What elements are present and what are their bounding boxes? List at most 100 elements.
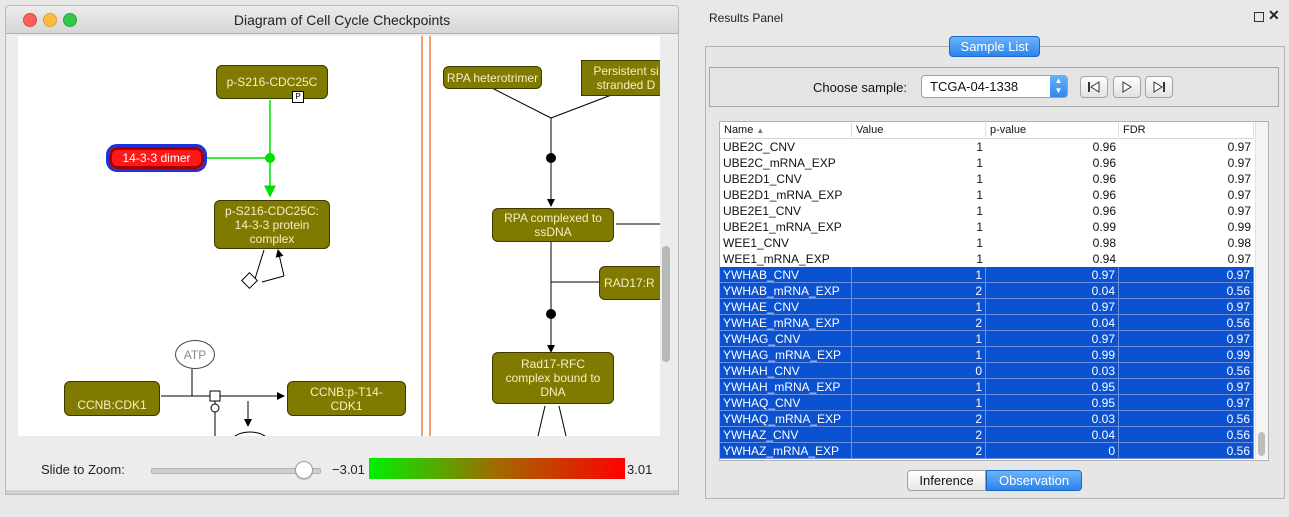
zoom-slider-track[interactable] — [151, 468, 321, 474]
table-scrollbar-thumb[interactable] — [1258, 432, 1265, 456]
node-label: stranded D — [596, 78, 656, 92]
first-sample-button[interactable] — [1080, 76, 1108, 98]
table-cell-p: 0.96 — [1092, 172, 1116, 186]
tab-inference[interactable]: Inference — [907, 470, 986, 491]
column-divider — [429, 36, 431, 436]
table-cell-fdr: 0.97 — [1119, 331, 1254, 347]
table-cell-p: 0.96 — [1092, 188, 1116, 202]
table-cell-fdr: 0.56 — [1119, 315, 1254, 331]
close-window-button[interactable] — [23, 13, 37, 27]
choose-sample-label: Choose sample: — [813, 80, 907, 95]
node-persistent-ssdna[interactable]: Persistent si stranded D — [581, 60, 660, 96]
table-cell-p: 0.04 — [986, 427, 1119, 443]
maximize-icon[interactable] — [1254, 12, 1264, 22]
column-header-fdr[interactable]: FDR — [1119, 123, 1254, 137]
table-cell-fdr: 0.98 — [1227, 236, 1251, 250]
close-icon[interactable]: ✕ — [1268, 7, 1280, 23]
node-label: RAD17:R — [604, 276, 655, 290]
table-cell-value: 1 — [976, 172, 983, 186]
table-header: Name ▲ Value p-value FDR — [720, 122, 1254, 139]
table-scrollbar[interactable] — [1255, 122, 1268, 459]
node-ccnb-p-t14-cdk1[interactable]: CCNB:p-T14- CDK1 — [287, 381, 406, 416]
zoom-window-button[interactable] — [63, 13, 77, 27]
table-cell-name: YWHAQ_mRNA_EXP — [720, 411, 852, 427]
table-cell-value: 1 — [852, 347, 986, 363]
node-label: CDK1 — [330, 398, 363, 413]
node-label: complex bound to — [505, 371, 601, 385]
legend-min-value: −3.01 — [332, 462, 365, 477]
table-cell-fdr: 0.97 — [1227, 204, 1251, 218]
pathway-canvas[interactable]: p-S216-CDC25C P 14-3-3 dimer p-S216-CDC2… — [18, 36, 660, 436]
minimize-window-button[interactable] — [43, 13, 57, 27]
table-cell-name: UBE2C_mRNA_EXP — [723, 156, 836, 170]
vertical-scrollbar-thumb[interactable] — [662, 246, 670, 362]
node-atp[interactable]: ATP — [175, 340, 215, 369]
table-cell-value: 0 — [852, 363, 986, 379]
table-cell-name: WEE1_CNV — [723, 236, 790, 250]
tab-sample-list[interactable]: Sample List — [949, 36, 1040, 57]
node-14-3-3-dimer[interactable]: 14-3-3 dimer — [106, 144, 207, 172]
node-rpa-heterotrimer[interactable]: RPA heterotrimer — [443, 66, 542, 89]
table-cell-name: UBE2E1_mRNA_EXP — [723, 220, 842, 234]
node-rpa-complexed-ssdna[interactable]: RPA complexed to ssDNA — [492, 208, 614, 242]
table-cell-p: 0.96 — [1092, 140, 1116, 154]
last-sample-button[interactable] — [1145, 76, 1173, 98]
node-label: DNA — [540, 385, 566, 399]
window-titlebar[interactable]: Diagram of Cell Cycle Checkpoints — [6, 6, 678, 34]
node-cdc25c-14-3-3-complex[interactable]: p-S216-CDC25C: 14-3-3 protein complex — [214, 200, 330, 249]
phospho-marker: P — [292, 91, 304, 103]
table-cell-p: 0.97 — [986, 331, 1119, 347]
table-cell-p: 0.98 — [1092, 236, 1116, 250]
tab-observation[interactable]: Observation — [986, 470, 1082, 491]
reaction-square — [209, 390, 221, 402]
next-sample-button[interactable] — [1113, 76, 1141, 98]
table-cell-p: 0.99 — [1092, 220, 1116, 234]
node-p-s216-cdc25c[interactable]: p-S216-CDC25C — [216, 65, 328, 99]
node-rad17-r[interactable]: RAD17:R — [599, 266, 660, 300]
skip-forward-icon — [1153, 81, 1165, 93]
node-rad17-rfc-complex[interactable]: Rad17-RFC complex bound to DNA — [492, 352, 614, 404]
table-cell-name: WEE1_mRNA_EXP — [723, 252, 830, 266]
partial-ellipse — [234, 431, 266, 436]
table-cell-name: UBE2C_CNV — [723, 140, 796, 154]
table-cell-fdr: 0.99 — [1227, 220, 1251, 234]
table-cell-value: 1 — [976, 220, 983, 234]
zoom-slider-thumb[interactable] — [295, 461, 313, 479]
zoom-label: Slide to Zoom: — [41, 462, 125, 477]
node-label: CCNB:CDK1 — [77, 397, 147, 412]
table-cell-p: 0.96 — [1092, 156, 1116, 170]
sample-select[interactable]: TCGA-04-1338 ▲▼ — [921, 75, 1068, 98]
table-cell-value: 1 — [852, 395, 986, 411]
column-header-name[interactable]: Name ▲ — [720, 123, 852, 137]
column-header-p-value[interactable]: p-value — [986, 123, 1119, 137]
table-cell-name: YWHAH_CNV — [720, 363, 852, 379]
table-cell-p: 0.04 — [986, 283, 1119, 299]
table-cell-p: 0.03 — [986, 363, 1119, 379]
table-row[interactable]: UBE2E1_mRNA_EXP 1 0.99 0.99 — [720, 219, 1254, 235]
node-ccnb-cdk1[interactable]: CCNB:CDK1 — [64, 381, 160, 416]
table-cell-fdr: 0.56 — [1119, 443, 1254, 459]
table-cell-value: 1 — [976, 156, 983, 170]
node-label: ssDNA — [534, 225, 572, 239]
column-header-value[interactable]: Value — [852, 123, 986, 137]
